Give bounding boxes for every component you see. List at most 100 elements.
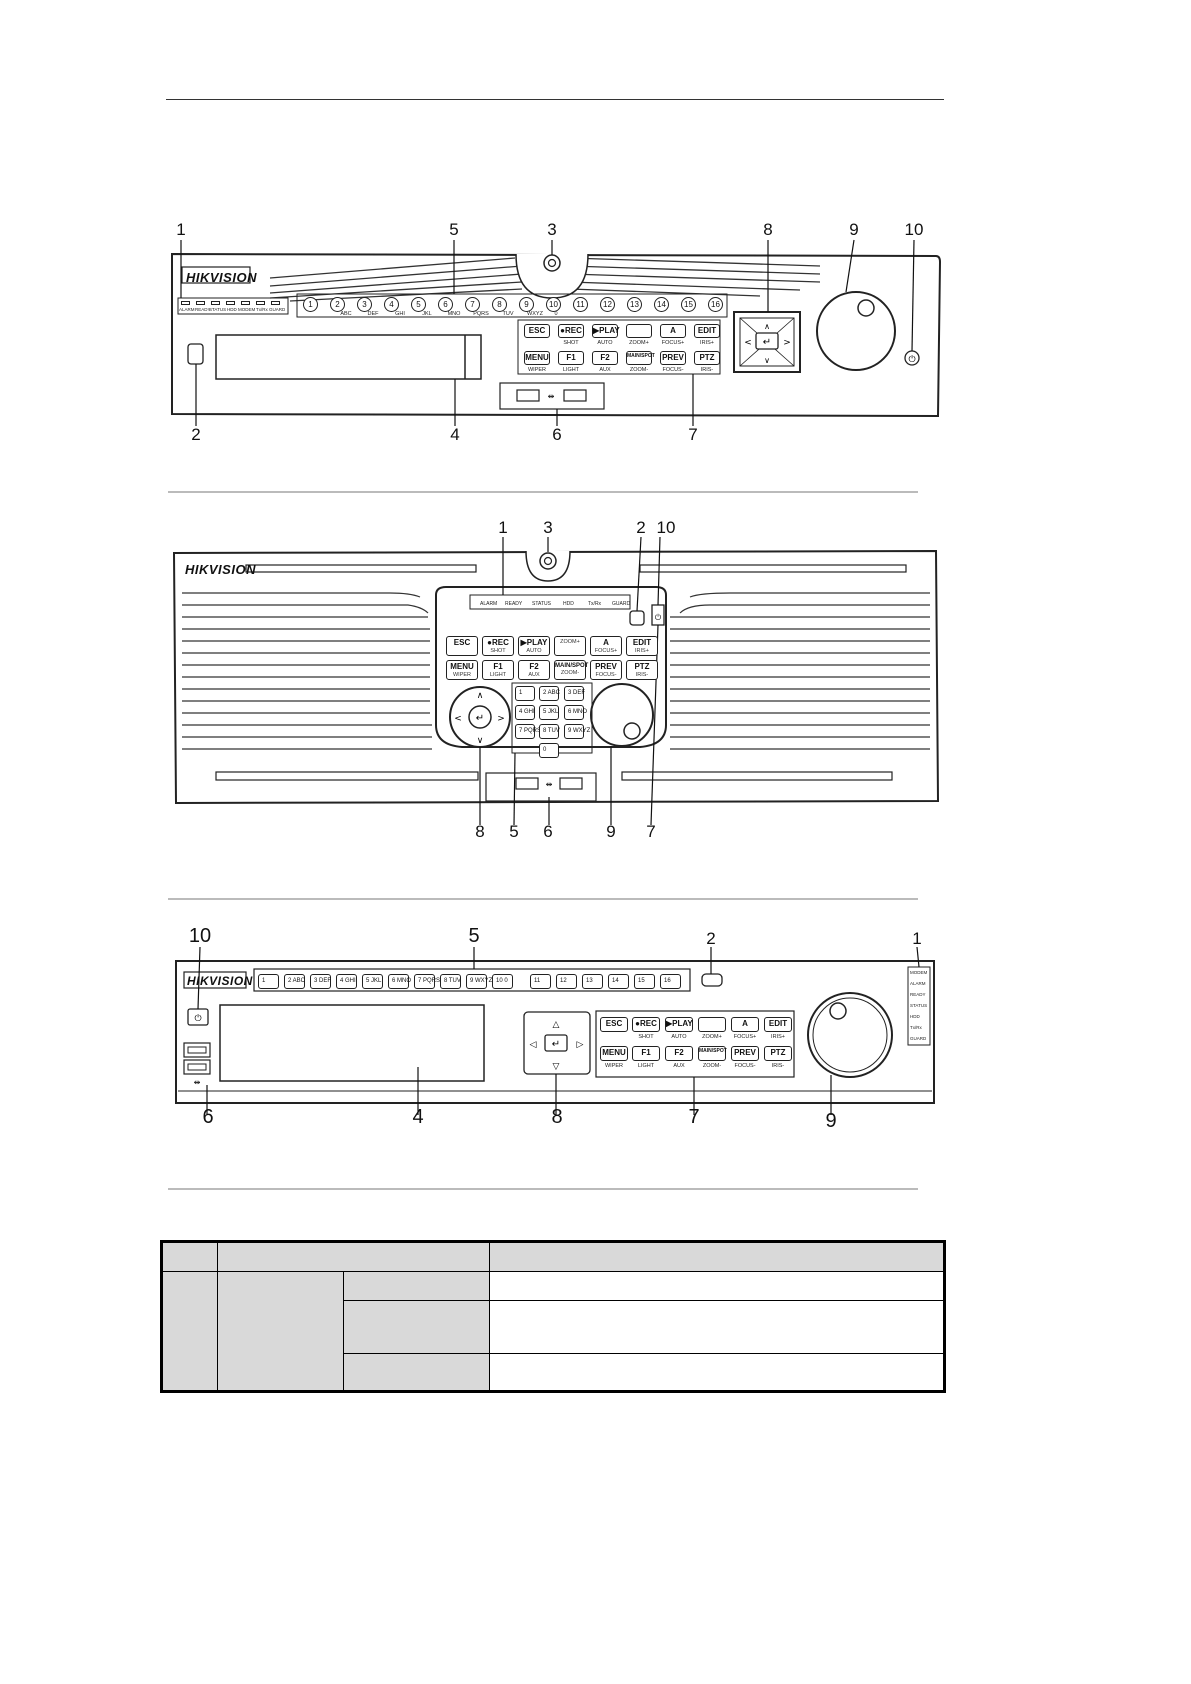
channel-button[interactable]: 9 [519, 297, 534, 312]
channel-button[interactable]: 2 [330, 297, 345, 312]
f1-button[interactable]: F1 [558, 351, 584, 365]
keypad-key[interactable]: 5 JKL [539, 705, 559, 720]
keypad-key[interactable]: 4 GHI [515, 705, 535, 720]
rec-button[interactable]: ●REC [632, 1017, 660, 1032]
channel-button[interactable]: 1 [258, 974, 279, 989]
keypad-key[interactable]: 9 WXYZ [564, 724, 590, 739]
channel-button[interactable]: 16 [708, 297, 723, 312]
channel-button[interactable]: 13 [627, 297, 642, 312]
channel-button[interactable]: 5 [411, 297, 426, 312]
channel-button[interactable]: 13 [582, 974, 603, 989]
led-label: STATUS [532, 601, 551, 607]
channel-button[interactable]: 15 [681, 297, 696, 312]
play-sublabel: AUTO [671, 1034, 687, 1040]
channel-button[interactable]: 14 [654, 297, 669, 312]
channel-button[interactable]: 8 TUV [440, 974, 461, 989]
channel-button[interactable]: 7 PQRS [414, 974, 440, 989]
channel-button[interactable]: 3 DEF [310, 974, 331, 989]
main-spot-button[interactable]: MAIN/SPOT [698, 1046, 727, 1061]
keypad-key[interactable]: 2 ABC [539, 686, 560, 701]
table-cell [343, 1353, 490, 1392]
svg-text:⏻: ⏻ [655, 613, 662, 622]
svg-text:↵: ↵ [763, 337, 771, 348]
menu-button[interactable]: MENU [600, 1046, 628, 1061]
keypad-key[interactable]: 7 PQRS [515, 724, 541, 739]
keypad-key[interactable]: 1 [515, 686, 535, 701]
channel-button[interactable]: 15 [634, 974, 655, 989]
edit-button[interactable]: EDIT [694, 324, 720, 338]
channel-button[interactable]: 11 [573, 297, 588, 312]
esc-button[interactable]: ESC [524, 324, 550, 338]
prev-button[interactable]: PREV [660, 351, 686, 365]
keypad-key[interactable]: 0 [539, 743, 559, 758]
channel-button[interactable]: 11 [530, 974, 551, 989]
channel-button[interactable]: 6 MNO [388, 974, 411, 989]
focus-in-button[interactable]: A [660, 324, 686, 338]
rec-button[interactable]: ●REC [558, 324, 584, 338]
play-button[interactable]: ▶PLAY [665, 1017, 693, 1032]
f2-sublabel: AUX [599, 367, 611, 373]
keypad-key[interactable]: 3 DEF [564, 686, 585, 701]
channel-button[interactable]: 12 [600, 297, 615, 312]
prev-button[interactable]: PREV [731, 1046, 759, 1061]
table-header-row [161, 1241, 945, 1272]
channel-button[interactable]: 9 WXYZ [466, 974, 492, 989]
zoom-in-button[interactable] [626, 324, 652, 338]
table-cell [343, 1300, 490, 1354]
table-cell [217, 1271, 344, 1392]
keypad-key[interactable]: 6 MNO [564, 705, 587, 720]
channel-button[interactable]: 4 GHI [336, 974, 357, 989]
section-rule [168, 491, 918, 493]
esc-button[interactable]: ESC [446, 636, 478, 656]
callout-7: 7 [688, 1106, 700, 1128]
main-spot-button[interactable]: MAIN/SPOT [626, 351, 655, 365]
channel-button[interactable]: 14 [608, 974, 629, 989]
esc-button[interactable]: ESC [600, 1017, 628, 1032]
channel-button[interactable]: 8 [492, 297, 507, 312]
iris-in-sublabel: IRIS+ [700, 340, 714, 346]
zoom-in-button[interactable]: ZOOM+ [554, 636, 586, 656]
f1-button[interactable]: F1 [632, 1046, 660, 1061]
led-label: ALARM [179, 307, 195, 312]
svg-text:∧: ∧ [477, 691, 484, 701]
f2-button[interactable]: F2 [592, 351, 618, 365]
play-button[interactable]: ▶PLAY [592, 324, 620, 338]
channel-button[interactable]: 10 0 [492, 974, 513, 989]
callout-7: 7 [688, 425, 698, 444]
channel-button[interactable]: 1 [303, 297, 318, 312]
ptz-button[interactable]: PTZ [694, 351, 720, 365]
edit-button[interactable]: EDIT [764, 1017, 792, 1032]
channel-button[interactable]: 5 JKL [362, 974, 383, 989]
svg-text:∨: ∨ [477, 736, 484, 746]
channel-button[interactable]: 10 [546, 297, 561, 312]
ptz-button[interactable]: PTZ [764, 1046, 792, 1061]
channel-button[interactable]: 16 [660, 974, 681, 989]
svg-text:↵: ↵ [552, 1039, 560, 1050]
channel-button[interactable]: 3 [357, 297, 372, 312]
channel-button[interactable]: 4 [384, 297, 399, 312]
zoom-in-button[interactable] [698, 1017, 726, 1032]
f2-button[interactable]: F2 [665, 1046, 693, 1061]
led-modem [241, 301, 250, 305]
channel-button[interactable]: 6 [438, 297, 453, 312]
callout-6: 6 [202, 1106, 214, 1128]
channel-button[interactable]: 12 [556, 974, 577, 989]
keypad-key[interactable]: 8 TUV [539, 724, 560, 739]
focus-in-button[interactable]: A [731, 1017, 759, 1032]
svg-text:↵: ↵ [476, 713, 484, 724]
callout-5: 5 [449, 220, 459, 239]
menu-button[interactable]: MENU [524, 351, 550, 365]
channel-button[interactable]: 7 [465, 297, 480, 312]
callout-8: 8 [763, 220, 773, 239]
channel-button[interactable]: 2 ABC [284, 974, 305, 989]
